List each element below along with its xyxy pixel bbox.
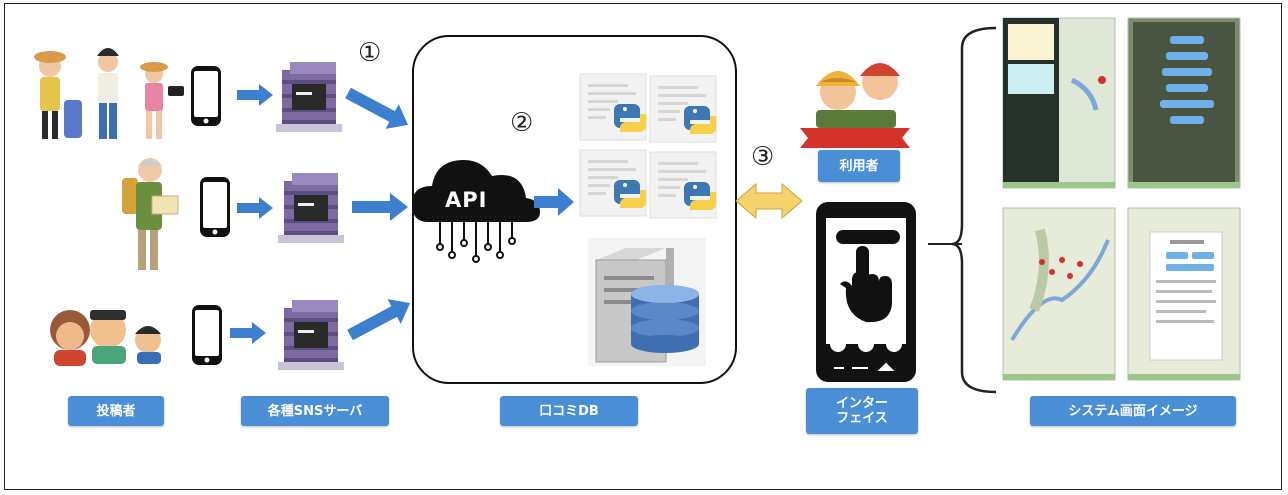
python-file-icon [649, 151, 717, 219]
map-screenshot-1 [1002, 17, 1116, 189]
map-screenshot-4 [1127, 207, 1241, 381]
interface-label-line2: フェイス [836, 411, 888, 426]
kuchikomi-db-label: 口コミDB [500, 396, 638, 426]
python-file-icon [579, 73, 647, 141]
database-server-icon [588, 238, 706, 366]
family-illustration [50, 310, 161, 366]
sns-servers-label: 各種SNSサーバ [241, 396, 389, 426]
users-illustration [800, 63, 910, 148]
arrow-server3-to-db [347, 299, 411, 341]
python-file-icon [649, 75, 717, 143]
api-label: API [445, 188, 488, 212]
arrow-api-to-files [534, 188, 574, 216]
step-number-3: ③ [751, 142, 775, 172]
arrow-server1-to-db [345, 87, 409, 129]
posters-label: 投稿者 [68, 396, 164, 426]
smartphone-interface-icon [816, 202, 916, 382]
interface-label-line1: インター [835, 396, 888, 411]
system-image-label: システム画面イメージ [1030, 396, 1236, 426]
arrow-server2-to-db [352, 193, 408, 221]
interface-label: インター フェイス [806, 388, 918, 434]
cloud-api-icon [412, 160, 540, 263]
map-screenshot-3 [1002, 207, 1116, 381]
python-file-icon [579, 149, 647, 217]
travelers-illustration [34, 48, 184, 139]
brace-icon [951, 26, 997, 394]
step-number-1: ① [358, 38, 382, 68]
map-screenshot-2 [1127, 17, 1241, 189]
step-number-2: ② [510, 108, 534, 138]
hand-touch-icon [840, 246, 892, 323]
double-arrow-yellow [735, 182, 803, 220]
hiker-illustration [122, 158, 179, 270]
users-label: 利用者 [818, 150, 900, 182]
